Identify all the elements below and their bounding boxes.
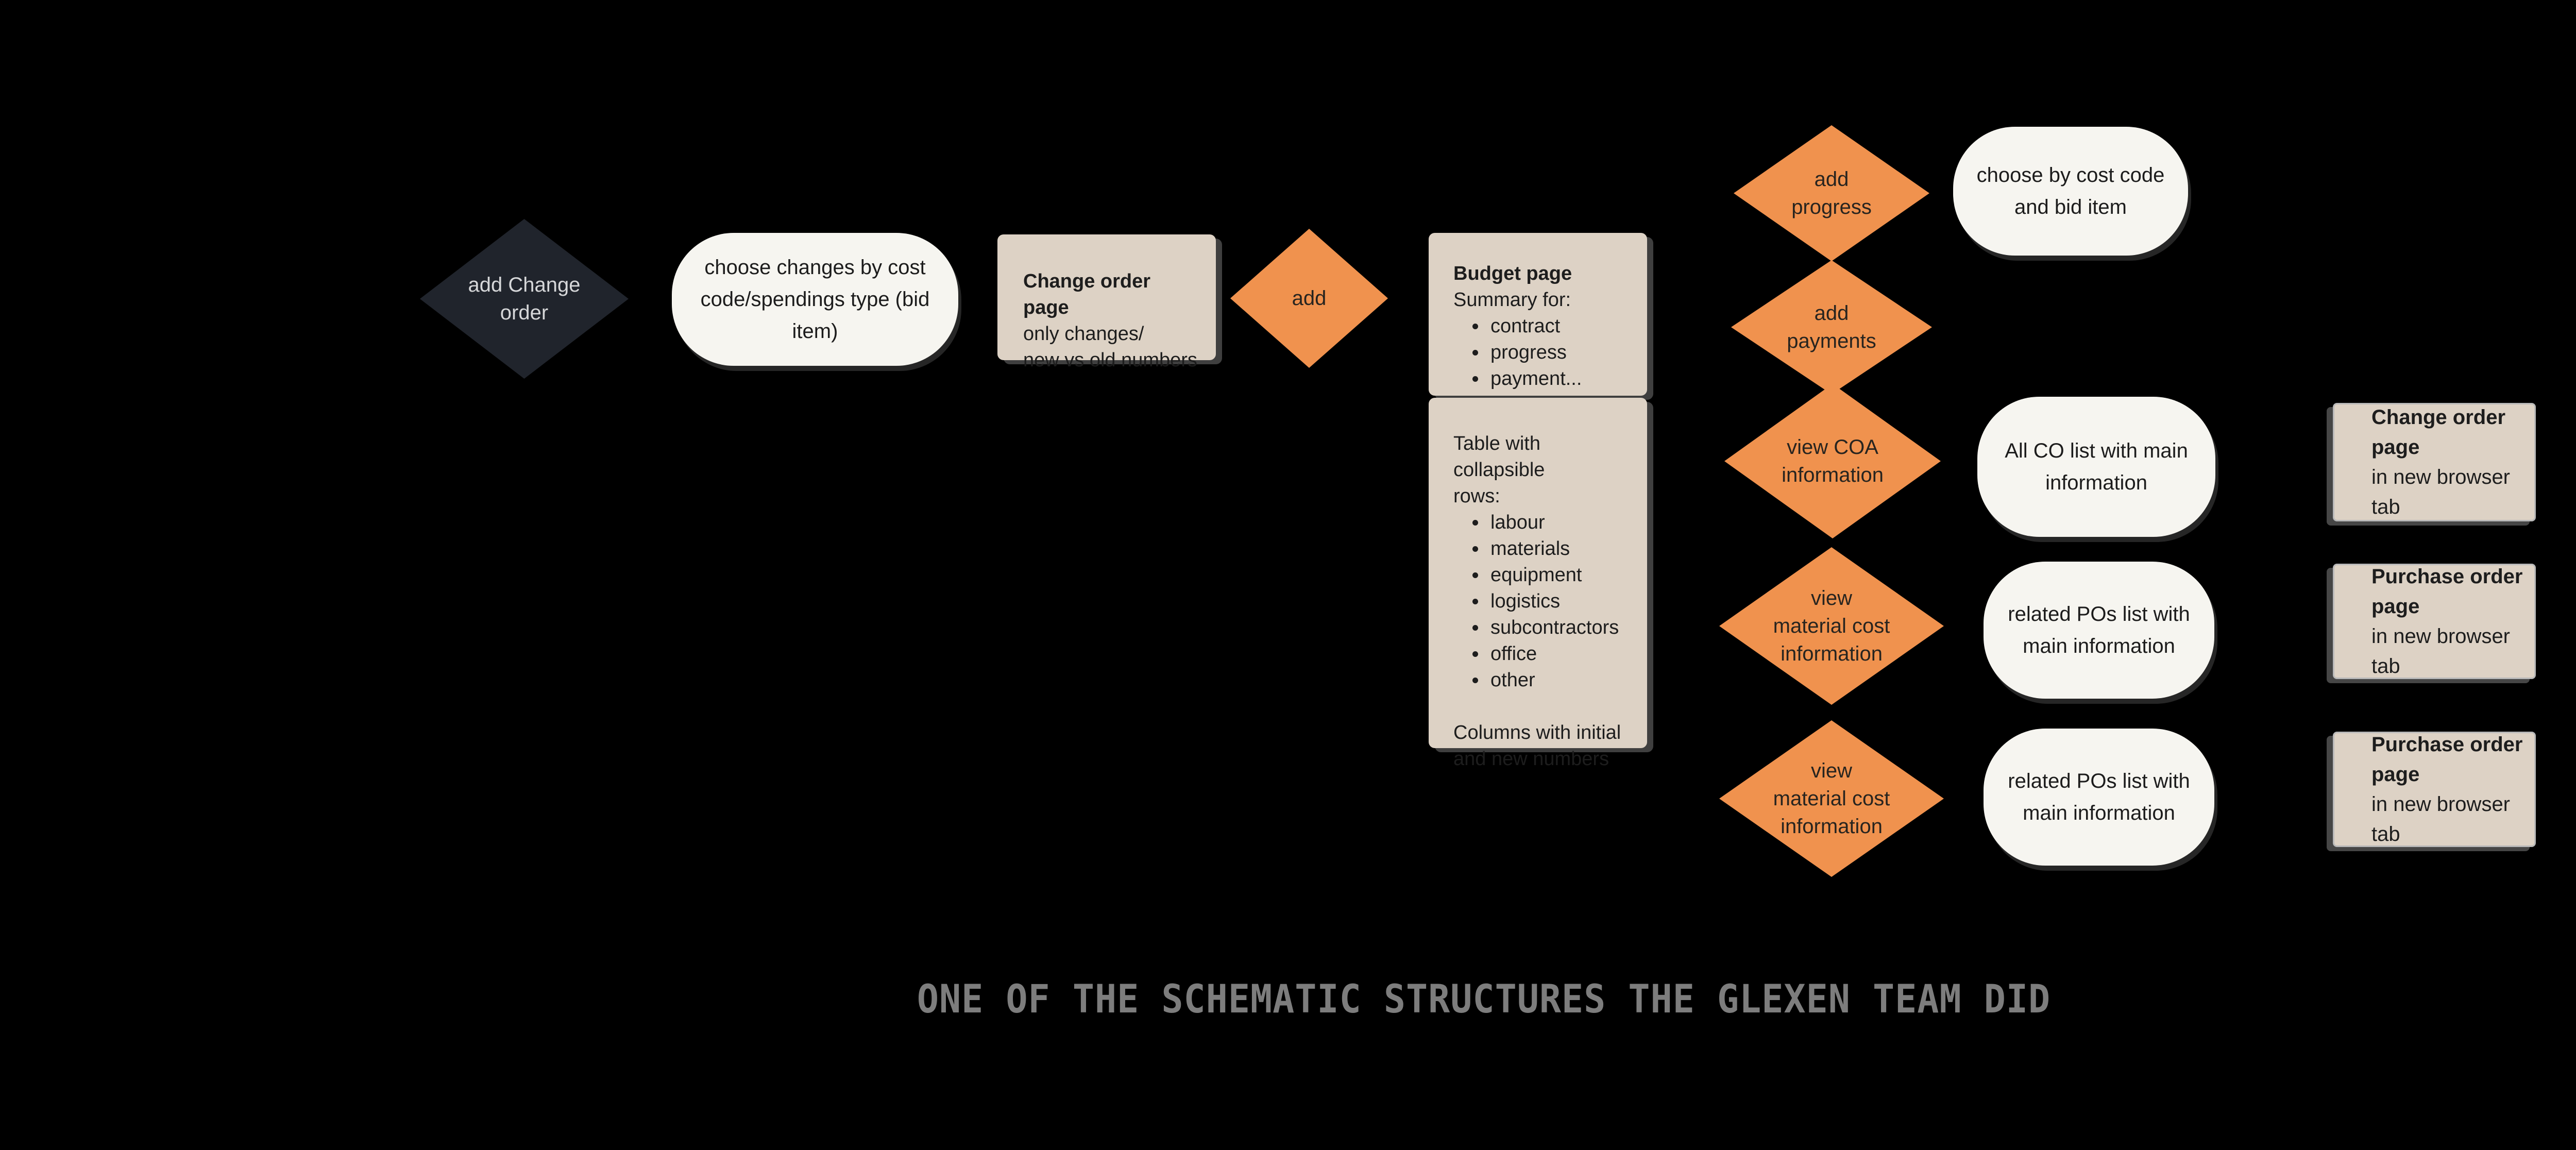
list-item: progress bbox=[1487, 340, 1632, 366]
node-related-pos-2-text: related POs list with main information bbox=[2008, 770, 2190, 824]
list-item: other bbox=[1487, 667, 1632, 694]
node-change-order-tab-subtitle: in new browser tab bbox=[2371, 466, 2511, 518]
spacer bbox=[1453, 694, 1632, 720]
node-add-text: add bbox=[1292, 287, 1327, 310]
node-budget-table-label: Table with collapsible bbox=[1453, 433, 1545, 481]
node-change-order-tab[interactable]: Change order page in new browser tab bbox=[2333, 403, 2536, 521]
node-related-pos-1[interactable]: related POs list with main information bbox=[1984, 562, 2214, 699]
node-view-coa-text: view COA information bbox=[1782, 436, 1884, 486]
node-view-material-cost-1-text: view material cost information bbox=[1773, 587, 1890, 665]
node-view-material-cost-2-text: view material cost information bbox=[1773, 759, 1890, 838]
node-purchase-order-tab-2[interactable]: Purchase order page in new browser tab bbox=[2333, 732, 2536, 847]
node-change-order-page-title: Change order page bbox=[1023, 270, 1151, 318]
node-budget-page-summary[interactable]: Budget page Summary for: contract progre… bbox=[1429, 233, 1647, 396]
list-item: equipment bbox=[1487, 562, 1632, 588]
node-purchase-order-tab-1[interactable]: Purchase order page in new browser tab bbox=[2333, 564, 2536, 679]
node-all-co-list-text: All CO list with main information bbox=[2005, 439, 2188, 494]
list-item: logistics bbox=[1487, 588, 1632, 615]
node-add-progress[interactable]: add progress bbox=[1734, 125, 1929, 261]
node-choose-by-cost-code-text: choose by cost code and bid item bbox=[1976, 164, 2165, 218]
node-change-order-tab-title: Change order page bbox=[2371, 406, 2506, 459]
node-add-change-order-text: add Change order bbox=[468, 274, 581, 324]
list-item: payment... bbox=[1487, 366, 1632, 392]
node-budget-summary-list: contract progress payment... bbox=[1453, 313, 1632, 392]
node-purchase-order-tab-1-subtitle: in new browser tab bbox=[2371, 625, 2511, 678]
node-view-coa[interactable]: view COA information bbox=[1724, 384, 1941, 538]
node-view-material-cost-1[interactable]: view material cost information bbox=[1719, 547, 1944, 705]
node-choose-changes-text: choose changes by cost code/spendings ty… bbox=[700, 256, 930, 343]
node-view-material-cost-2[interactable]: view material cost information bbox=[1719, 720, 1944, 877]
node-budget-summary-label: Summary for: bbox=[1453, 289, 1571, 311]
node-related-pos-1-text: related POs list with main information bbox=[2008, 603, 2190, 657]
list-item: contract bbox=[1487, 313, 1632, 340]
node-budget-table-list: labour materials equipment logistics sub… bbox=[1453, 510, 1632, 694]
node-add-payments-text: add payments bbox=[1787, 302, 1876, 352]
node-budget-page-title: Budget page bbox=[1453, 263, 1572, 284]
node-add-change-order[interactable]: add Change order bbox=[420, 219, 629, 379]
node-budget-footer: Columns with initial bbox=[1453, 722, 1621, 743]
node-budget-footer: and new numbers bbox=[1453, 748, 1609, 770]
node-change-order-page-line: new vs old numbers bbox=[1023, 349, 1197, 371]
node-purchase-order-tab-2-subtitle: in new browser tab bbox=[2371, 793, 2511, 845]
node-add[interactable]: add bbox=[1230, 229, 1388, 368]
node-budget-table-label: rows: bbox=[1453, 485, 1500, 507]
caption: ONE OF THE SCHEMATIC STRUCTURES THE GLEX… bbox=[917, 976, 2051, 1022]
list-item: materials bbox=[1487, 536, 1632, 562]
node-change-order-page-line: only changes/ bbox=[1023, 323, 1144, 345]
node-purchase-order-tab-1-title: Purchase order page bbox=[2371, 565, 2523, 618]
node-budget-page-table[interactable]: Table with collapsible rows: labour mate… bbox=[1429, 398, 1647, 770]
list-item: office bbox=[1487, 641, 1632, 667]
node-purchase-order-tab-2-title: Purchase order page bbox=[2371, 733, 2523, 786]
list-item: labour bbox=[1487, 510, 1632, 536]
node-add-payments[interactable]: add payments bbox=[1731, 260, 1932, 394]
list-item: subcontractors bbox=[1487, 615, 1632, 641]
node-change-order-page[interactable]: Change order page only changes/ new vs o… bbox=[997, 234, 1216, 371]
node-choose-changes[interactable]: choose changes by cost code/spendings ty… bbox=[672, 233, 958, 366]
node-all-co-list[interactable]: All CO list with main information bbox=[1977, 397, 2215, 537]
node-choose-by-cost-code[interactable]: choose by cost code and bid item bbox=[1953, 127, 2188, 256]
node-add-progress-text: add progress bbox=[1791, 168, 1872, 218]
node-related-pos-2[interactable]: related POs list with main information bbox=[1984, 729, 2214, 866]
